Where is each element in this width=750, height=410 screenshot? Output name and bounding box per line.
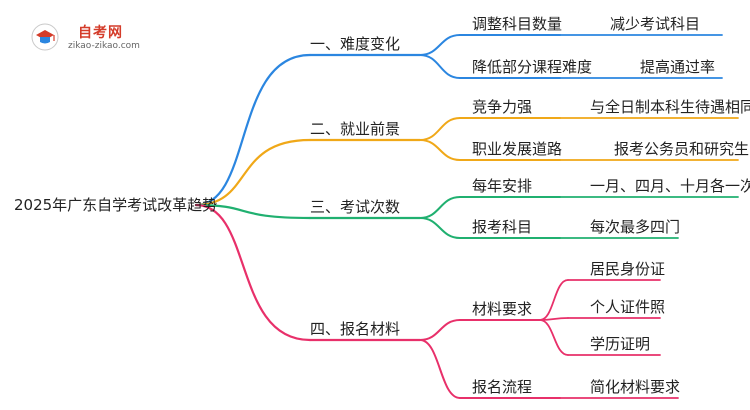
leaf-label: 简化材料要求 xyxy=(590,378,681,396)
leaf-connector xyxy=(539,319,569,356)
leaf-connector xyxy=(539,279,569,321)
logo-url: zikao-zikao.com xyxy=(68,41,140,51)
child-label: 报名流程 xyxy=(472,378,533,396)
child-connector xyxy=(419,319,461,341)
child-label: 降低部分课程难度 xyxy=(472,58,593,76)
leaf-label: 与全日制本科生待遇相同 xyxy=(590,98,750,116)
child-connector xyxy=(419,34,461,56)
child-label: 报考科目 xyxy=(472,218,533,236)
child-label: 每年安排 xyxy=(472,177,533,195)
site-logo[interactable]: 自考网 zikao-zikao.com xyxy=(30,20,150,60)
child-connector xyxy=(419,196,461,219)
leaf-label: 每次最多四门 xyxy=(590,218,681,236)
root-topic: 2025年广东自学考试改革趋势 xyxy=(14,196,218,214)
leaf-label: 报考公务员和研究生 xyxy=(614,140,750,158)
child-connector xyxy=(419,217,461,239)
branch-label: 二、就业前景 xyxy=(310,120,401,138)
branch-connector xyxy=(194,53,312,207)
leaf-label: 提高通过率 xyxy=(640,58,716,76)
branch-connector xyxy=(194,203,312,220)
leaf-label: 个人证件照 xyxy=(590,298,666,316)
child-connector xyxy=(419,139,461,161)
child-connector xyxy=(419,117,461,141)
leaf-label: 一月、四月、十月各一次 xyxy=(590,177,750,195)
leaf-label: 学历证明 xyxy=(590,335,651,353)
branch-label: 四、报名材料 xyxy=(310,320,401,338)
child-label: 材料要求 xyxy=(472,300,533,318)
child-label: 竞争力强 xyxy=(472,98,533,116)
branch-label: 三、考试次数 xyxy=(310,198,401,216)
logo-title: 自考网 xyxy=(78,25,123,41)
graduation-cap-icon xyxy=(31,23,59,51)
leaf-label: 减少考试科目 xyxy=(610,15,701,33)
leaf-label: 居民身份证 xyxy=(590,260,666,278)
child-label: 调整科目数量 xyxy=(472,15,563,33)
child-connector xyxy=(419,339,461,399)
branch-connector xyxy=(194,138,312,207)
branch-connector xyxy=(194,203,312,342)
branch-label: 一、难度变化 xyxy=(310,35,401,53)
child-connector xyxy=(419,54,461,79)
child-label: 职业发展道路 xyxy=(472,140,563,158)
